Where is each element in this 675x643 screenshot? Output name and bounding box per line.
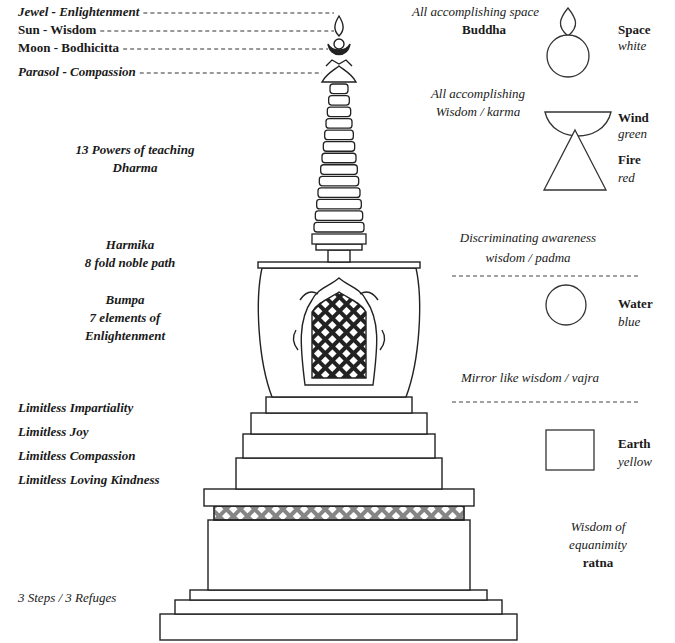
part-label: Fire [618, 152, 641, 168]
part-label: Moon - Bodhicitta [18, 40, 119, 56]
part-label: ratna [583, 555, 613, 571]
part-label: 8 fold noble path [85, 255, 176, 271]
part-label: Jewel - Enlightenment [18, 4, 139, 20]
part-label: Limitless Compassion [18, 448, 135, 464]
part-label: Limitless Loving Kindness [18, 472, 160, 488]
part-label: Limitless Impartiality [18, 400, 133, 416]
part-label: 7 elements of [90, 310, 161, 326]
part-label: 13 Powers of teaching [76, 142, 195, 158]
part-label: wisdom / padma [485, 250, 570, 266]
part-label: Dharma [113, 160, 158, 176]
part-label: green [618, 126, 647, 142]
part-label: Wind [618, 110, 649, 126]
separator-line [452, 276, 640, 402]
leader-line [143, 13, 334, 14]
part-label: Water [618, 296, 653, 312]
part-label: 3 Steps / 3 Refuges [18, 590, 116, 606]
part-label: red [618, 170, 635, 186]
part-label: Wisdom / karma [436, 104, 521, 120]
part-label: All accomplishing [431, 86, 525, 102]
leader-line [123, 49, 328, 50]
part-label: yellow [618, 454, 652, 470]
part-label: Wisdom of [571, 519, 626, 535]
leader-line [140, 73, 322, 74]
part-label: Mirror like wisdom / vajra [461, 370, 599, 386]
part-label: Parasol - Compassion [18, 64, 136, 80]
part-label: Earth [618, 436, 651, 452]
part-label: Enlightenment [85, 328, 165, 344]
part-label: equanimity [569, 537, 627, 553]
part-label: Bumpa [105, 292, 144, 308]
part-label: blue [618, 314, 640, 330]
part-label: Limitless Joy [18, 424, 88, 440]
part-label: white [618, 38, 646, 54]
part-label: Harmika [106, 237, 154, 253]
spire-rings [312, 84, 366, 244]
part-label: Space [618, 22, 651, 38]
part-label: All accomplishing space [412, 4, 539, 20]
part-label: Discriminating awareness [460, 230, 596, 246]
part-label: Buddha [462, 22, 506, 38]
leader-line [100, 31, 334, 32]
part-label: Sun - Wisdom [18, 22, 96, 38]
